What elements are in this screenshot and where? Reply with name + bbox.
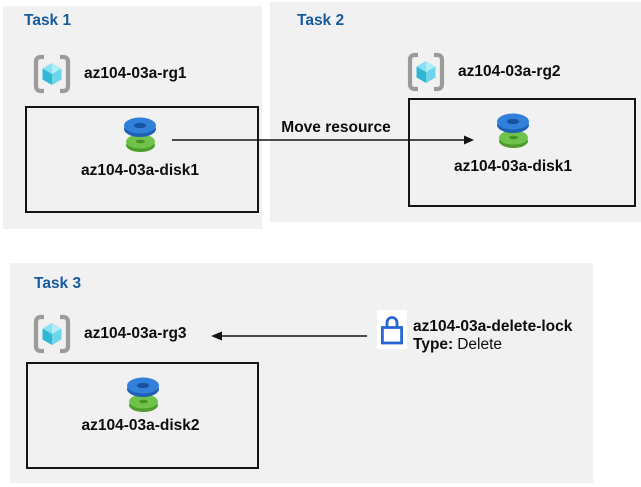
- disk1-moved-container-box: [408, 98, 636, 207]
- disk-icon: [497, 113, 529, 148]
- disk-icon: [127, 377, 159, 412]
- task2-title: Task 2: [297, 12, 345, 29]
- disk-icon: [124, 117, 156, 152]
- resource-group-icon: [33, 54, 71, 94]
- disk-name: az104-03a-disk1: [80, 162, 200, 179]
- lock-type-label: Type:: [413, 336, 454, 353]
- disk-name: az104-03a-disk1: [453, 158, 573, 175]
- lock-icon-box: [377, 310, 407, 349]
- task2-panel: [270, 2, 641, 222]
- move-resource-label: Move resource: [281, 119, 391, 136]
- disk-name: az104-03a-disk2: [81, 417, 200, 434]
- resource-group-name: az104-03a-rg3: [84, 325, 187, 342]
- lock-type-line: Type:Delete: [413, 336, 572, 354]
- task3-title: Task 3: [34, 275, 82, 292]
- lock-type-value: Delete: [457, 336, 503, 353]
- resource-group-rg1: az104-03a-rg1: [30, 52, 187, 96]
- lock-icon: [381, 316, 404, 345]
- task1-title: Task 1: [24, 12, 72, 29]
- task1-panel: [3, 6, 262, 229]
- resource-group-rg2: az104-03a-rg2: [404, 50, 561, 94]
- task3-panel: [10, 263, 593, 483]
- resource-group-icon: [33, 314, 71, 354]
- lock-annotation: az104-03a-delete-lock Type:Delete: [413, 318, 572, 354]
- disk1-container-box: [25, 106, 259, 213]
- lock-name: az104-03a-delete-lock: [413, 318, 573, 335]
- disk2-container-box: [26, 362, 259, 469]
- resource-group-rg3: az104-03a-rg3: [30, 312, 187, 356]
- resource-group-icon: [407, 52, 445, 92]
- resource-group-name: az104-03a-rg1: [84, 65, 187, 82]
- resource-group-name: az104-03a-rg2: [458, 63, 561, 80]
